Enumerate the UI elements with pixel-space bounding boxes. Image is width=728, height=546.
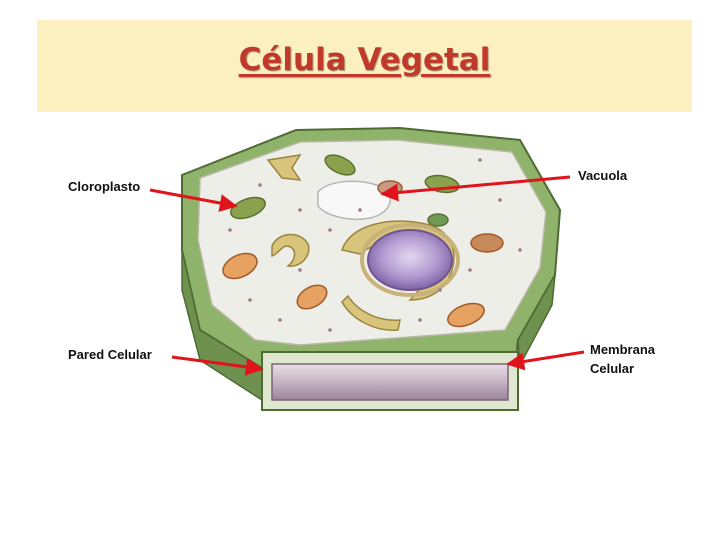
- label-membrane-line1: Membrana: [590, 342, 656, 357]
- page-title: Célula Vegetal: [238, 42, 491, 78]
- label-membrane: Membrana Celular: [590, 340, 655, 378]
- label-chloroplast: Cloroplasto: [68, 179, 141, 194]
- nucleus: [367, 229, 453, 291]
- arrow-membrane: [506, 350, 585, 371]
- ribosomes: [228, 158, 522, 332]
- label-membrane-line2: Celular: [590, 361, 635, 376]
- label-vacuole: Vacuola: [578, 168, 628, 183]
- nucleus-envelope: [360, 223, 460, 297]
- arrow-cell-wall: [171, 355, 264, 376]
- title-banner: Célula Vegetal: [37, 20, 692, 112]
- label-cell-wall: Pared Celular: [68, 347, 152, 362]
- arrow-chloroplast: [149, 188, 238, 212]
- vacuole: [317, 180, 391, 220]
- arrow-vacuole: [380, 175, 571, 202]
- label-arrows: [149, 175, 585, 376]
